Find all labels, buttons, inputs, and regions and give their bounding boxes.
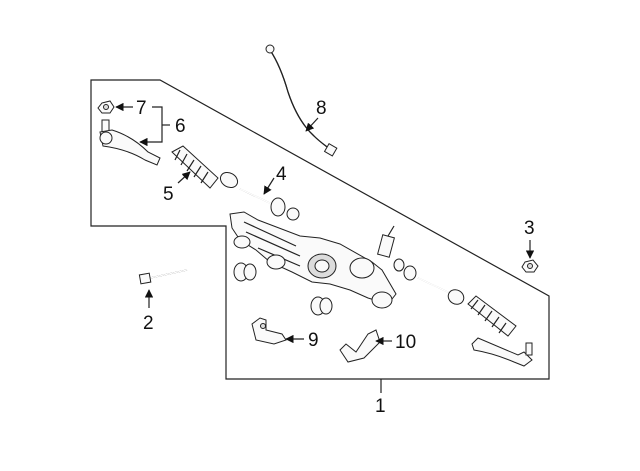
callout-10: 10 bbox=[395, 332, 416, 353]
tie-rod-end-right bbox=[471, 337, 533, 367]
callout-6: 6 bbox=[175, 116, 186, 137]
callout-5-arrow bbox=[177, 171, 191, 184]
steering-rack-housing bbox=[229, 211, 397, 309]
bolt-part-2 bbox=[138, 269, 188, 285]
boot-left bbox=[171, 145, 239, 189]
hose-part-8 bbox=[265, 44, 338, 157]
bracket-part-9 bbox=[251, 317, 287, 345]
callout-2: 2 bbox=[143, 313, 154, 334]
callout-6-bracket bbox=[146, 106, 163, 143]
bracket-part-10 bbox=[339, 329, 381, 363]
boot-right bbox=[467, 295, 517, 337]
callout-8: 8 bbox=[316, 98, 327, 119]
callout-8-arrow bbox=[305, 117, 319, 132]
callout-4-arrow bbox=[263, 177, 275, 195]
nut-part-7 bbox=[97, 100, 115, 114]
callout-4: 4 bbox=[276, 164, 287, 185]
callout-3: 3 bbox=[524, 218, 535, 239]
tie-rod-end-left bbox=[99, 119, 161, 166]
callout-7: 7 bbox=[136, 98, 147, 119]
callout-5: 5 bbox=[163, 184, 174, 205]
bushings bbox=[233, 262, 333, 316]
nut-part-3 bbox=[521, 259, 539, 273]
inner-tie-rod-right bbox=[393, 258, 465, 305]
inner-tie-rod-left bbox=[239, 188, 300, 221]
assembly-outline bbox=[90, 79, 550, 380]
callout-1: 1 bbox=[375, 396, 386, 417]
callout-9: 9 bbox=[308, 330, 319, 351]
